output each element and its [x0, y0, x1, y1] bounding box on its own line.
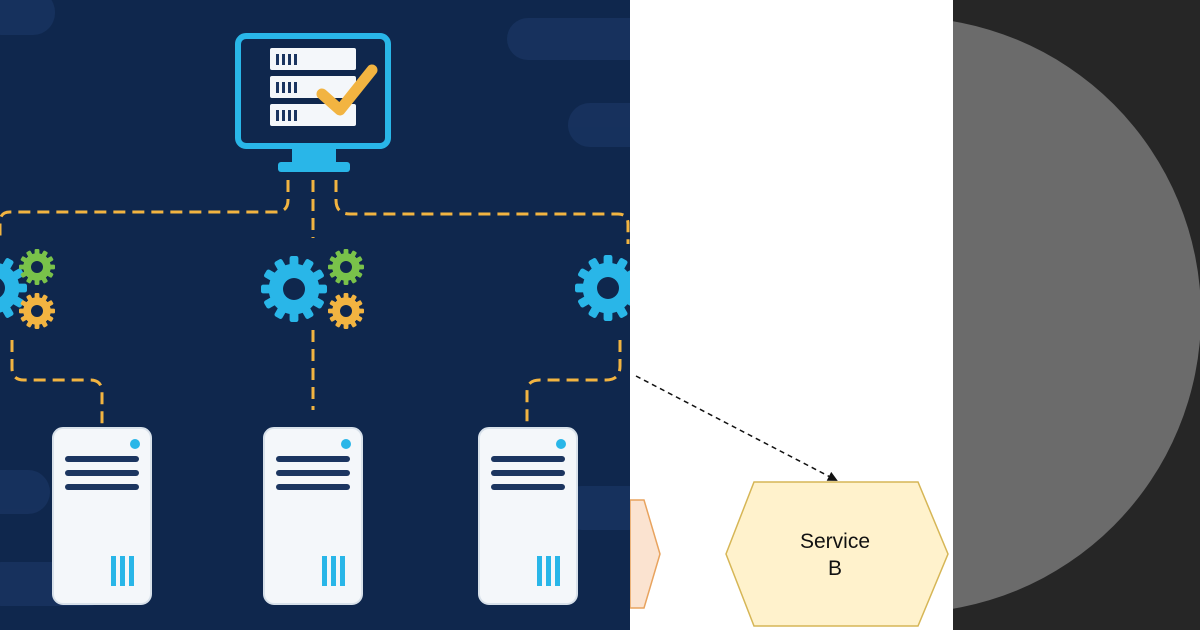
- gear-icon: [261, 256, 327, 322]
- gear-icon: [328, 249, 364, 285]
- service-b-label-line1: Service: [799, 530, 871, 553]
- large-circle: [953, 21, 1200, 609]
- server-icon: [52, 427, 152, 605]
- network-illustration: [0, 0, 630, 606]
- gear-icon: [0, 255, 27, 321]
- partial-service-shape: [630, 499, 661, 609]
- server-icon: [478, 427, 578, 605]
- dashed-arrow-connector: [635, 375, 838, 481]
- service-diagram: [630, 375, 949, 627]
- service-b-label: Service B: [730, 528, 940, 582]
- gear-icon: [19, 249, 55, 285]
- server-icon: [263, 427, 363, 605]
- connector-lines: [0, 180, 630, 424]
- dark-circle-panel: [953, 0, 1200, 630]
- dark-circle-graphic: [953, 21, 1200, 609]
- gear-cluster-left: [0, 249, 55, 329]
- gear-cluster-center: [261, 249, 364, 329]
- checkmark-icon: [316, 64, 378, 116]
- network-illustration-panel: [0, 0, 630, 630]
- service-b-label-line2: B: [827, 557, 842, 580]
- service-b-shape: [725, 481, 949, 627]
- gear-icon: [575, 255, 630, 321]
- gear-icon: [328, 293, 364, 329]
- gear-icon: [19, 293, 55, 329]
- gear-cluster-right: [575, 255, 630, 321]
- service-diagram-panel: Service B: [630, 0, 953, 630]
- monitor-checklist-icon: [235, 33, 391, 172]
